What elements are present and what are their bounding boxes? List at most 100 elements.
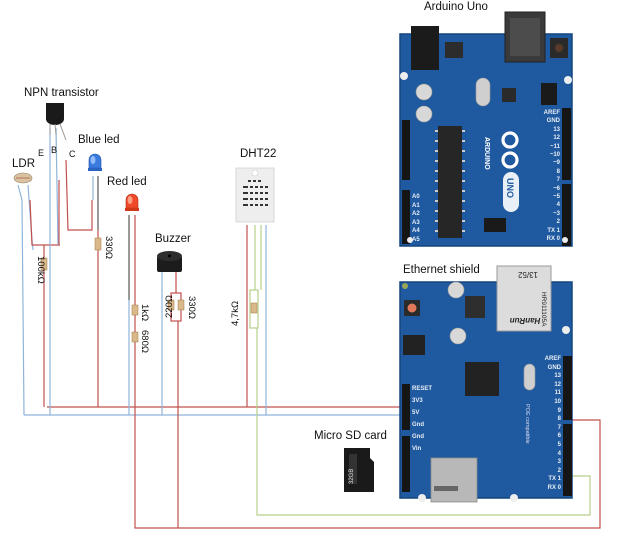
pin-label: 13 — [554, 373, 561, 380]
resistor-330-blue-label: 330Ω — [103, 236, 114, 259]
pin-label: 9 — [557, 407, 561, 414]
pin-label: GND — [547, 364, 561, 371]
rj45-jack — [496, 265, 552, 332]
npn-transistor — [46, 103, 67, 141]
resistor-100k — [40, 257, 48, 271]
resistor-bodies — [40, 237, 258, 343]
resistor-1k-label: 1kΩ — [139, 304, 150, 322]
pin-label: RX 0 — [546, 236, 560, 242]
pin-label: GND — [546, 118, 560, 125]
pin-label: ~9 — [553, 160, 560, 167]
pin-label: 2 — [556, 219, 560, 226]
resistor-330-blue — [94, 237, 102, 251]
pin-label: AREF — [543, 110, 560, 116]
rj45-text-1: 13/52 — [517, 270, 539, 279]
arduino-logo — [501, 131, 519, 169]
pin-label: A0 — [412, 194, 420, 200]
ethernet-shield-label: Ethernet shield — [403, 264, 480, 276]
ldr — [13, 172, 33, 184]
pin-label: 13 — [553, 126, 560, 133]
pin-label: Gnd — [412, 422, 424, 428]
poe-text: POE compatible — [524, 404, 530, 444]
wire-npn-b — [55, 127, 59, 246]
pin-label: ~11 — [550, 143, 560, 150]
pin-label: A4 — [412, 228, 420, 234]
pin-label: RX 0 — [547, 485, 561, 491]
dht22-sensor — [235, 167, 275, 223]
pin-label: 4 — [557, 450, 561, 457]
pin-label: ~6 — [553, 185, 560, 192]
resistor-4k7 — [250, 302, 258, 314]
pin-label: TX 1 — [548, 476, 561, 483]
resistor-680-label: 680Ω — [139, 330, 150, 353]
npn-pin-e: E — [38, 148, 45, 158]
pin-label: 6 — [557, 433, 561, 440]
npn-transistor-label: NPN transistor — [24, 87, 99, 99]
npn-pin-b: B — [51, 145, 58, 155]
pin-label: 3 — [557, 459, 561, 466]
pin-label: ~5 — [553, 194, 560, 200]
resistor-4k7-label: 4,7kΩ — [230, 300, 241, 326]
pin-label: 7 — [556, 177, 560, 184]
atmega-chip — [438, 126, 462, 238]
wire-dht-data-down — [256, 328, 591, 516]
pin-label: 8 — [557, 416, 561, 423]
blue-led-label: Blue led — [78, 134, 120, 146]
pin-label: Vin — [412, 446, 422, 452]
wire-ldr-red — [29, 199, 60, 246]
w5100-chip — [465, 362, 499, 396]
arduino-model-text: UNO — [505, 178, 515, 198]
pin-label: 2 — [557, 467, 561, 474]
pin-label: ~10 — [549, 152, 560, 158]
wire-red-led-b — [134, 215, 601, 529]
pin-label: 7 — [557, 424, 561, 431]
pin-label: A3 — [412, 219, 420, 226]
blue-led — [88, 153, 102, 171]
pin-label: 12 — [554, 381, 561, 388]
pin-label: 3V3 — [412, 398, 423, 404]
sd-card-slot — [430, 457, 478, 503]
pin-label: RESET — [412, 386, 433, 392]
ldr-label: LDR — [12, 158, 36, 170]
resistor-220-label: 220Ω — [164, 295, 175, 318]
resistor-220 — [167, 299, 175, 311]
pin-label: Gnd — [412, 434, 424, 440]
micro-sd-card-label: Micro SD card — [314, 430, 387, 442]
pin-label: 12 — [553, 135, 560, 142]
pin-label: 11 — [554, 390, 561, 397]
micro-sd-card — [344, 448, 374, 492]
buzzer-label: Buzzer — [155, 233, 191, 245]
power-jack — [411, 26, 439, 70]
pin-label: A5 — [412, 236, 420, 243]
arduino-uno-label: Arduino Uno — [424, 1, 488, 13]
resistor-1k — [131, 304, 139, 316]
pin-label: 8 — [556, 168, 560, 175]
resistor-100k-label: 100kΩ — [35, 256, 46, 284]
resistor-680 — [131, 331, 139, 343]
pin-label: AREF — [544, 356, 561, 362]
dht22-label: DHT22 — [240, 148, 277, 160]
pin-label: 10 — [554, 399, 561, 405]
resistor-330-buzz — [177, 299, 185, 311]
buzzer — [157, 251, 182, 272]
rj45-text-3: HanRun — [509, 316, 541, 325]
red-led-label: Red led — [107, 176, 147, 188]
wire-ldr-left — [17, 184, 25, 416]
pin-label: 4 — [556, 202, 560, 209]
pin-label: ~3 — [553, 210, 560, 217]
sd-card-text: 32GB — [349, 468, 355, 484]
wires — [17, 127, 601, 529]
pin-label: 5 — [557, 442, 561, 448]
arduino-uno-board — [399, 11, 573, 247]
arduino-logo-text: ARDUINO — [483, 137, 490, 170]
dht-resistor-frame — [249, 289, 259, 329]
pin-label: TX 1 — [547, 227, 560, 234]
wire-npn-c — [65, 159, 93, 231]
ethernet-shield-board — [399, 265, 573, 503]
pin-label: A2 — [412, 211, 420, 217]
red-led — [125, 193, 139, 211]
pin-label: 5V — [412, 410, 420, 416]
pin-label: A1 — [412, 202, 420, 209]
npn-pin-c: C — [69, 149, 76, 159]
